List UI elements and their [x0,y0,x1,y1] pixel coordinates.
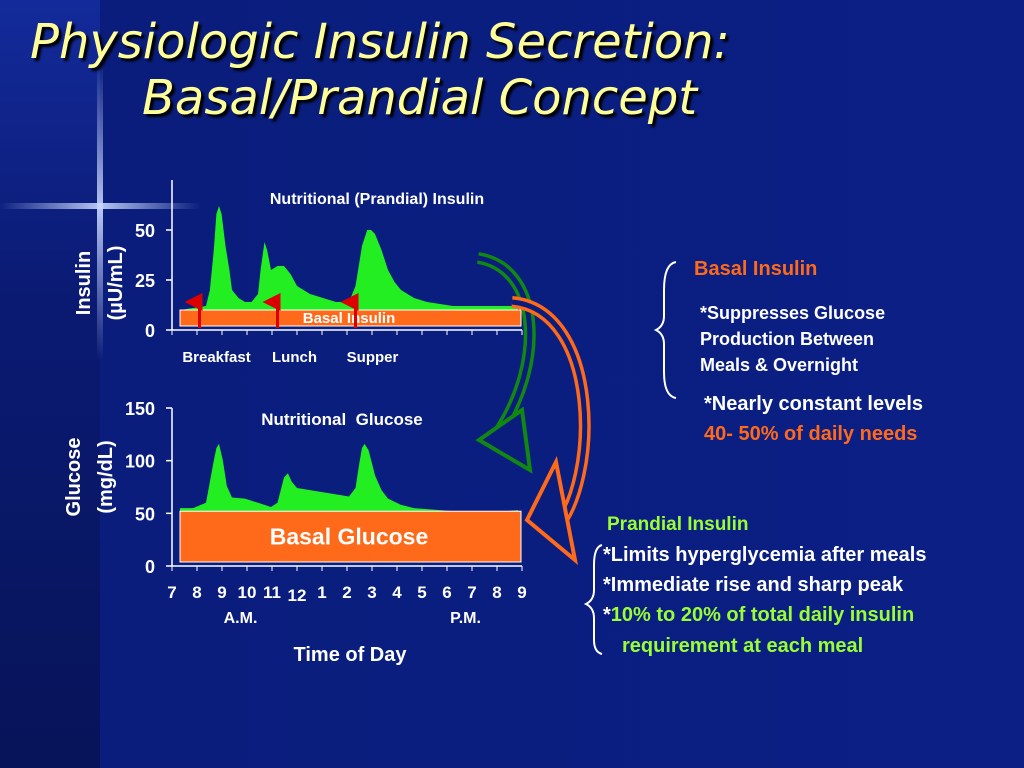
sparkle-vertical [97,60,103,360]
y-tick-label: 50 [135,221,155,241]
slide-title: Physiologic Insulin Secretion: Basal/Pra… [30,14,930,126]
meal-label: Lunch [272,349,317,366]
basal-notes-point2: *Nearly constant levels [704,393,923,415]
orange-curved-arrow-inner [511,299,588,532]
x-tick-label: 11 [263,583,281,602]
meal-arrows [184,293,359,328]
period-label: A.M. [224,610,258,627]
x-tick-label: 10 [238,583,257,602]
period-label: P.M. [450,610,481,627]
glucose-y-label-2: (mg/dL) [95,440,117,513]
orange-arrow-head-icon [524,455,579,566]
y-tick-label: 150 [125,399,155,419]
x-tick-label: 3 [367,583,376,602]
meal-label: Supper [347,349,399,366]
basal-insulin-label: Basal Insulin [303,310,396,327]
insulin-chart-title: Nutritional (Prandial) Insulin [270,191,484,208]
prandial-point3-line1: 10% to 20% of total daily insulin [610,604,915,626]
x-tick-label: 8 [192,583,201,602]
x-tick-label: 8 [492,583,501,602]
insulin-curve-area [180,206,518,310]
basal-point1-line2: Production Between [700,329,875,349]
insulin-y-label-1: Insulin [73,251,95,315]
basal-glucose-label: Basal Glucose [270,524,429,550]
x-tick-label: 9 [217,583,226,602]
x-tick-label: 7 [167,583,176,602]
prandial-brace-icon [583,544,603,655]
prandial-notes-heading: Prandial Insulin [607,514,749,535]
glucose-y-label-1: Glucose [63,438,85,517]
y-tick-label: 100 [125,452,155,472]
insulin-x-minor-ticks [171,330,523,335]
title-line-2: Basal/Prandial Concept [142,70,698,126]
insulin-y-label-2: (µU/mL) [105,246,127,321]
x-tick-label: 6 [442,583,451,602]
basal-glucose-bar [179,510,522,563]
glucose-chart-title: Nutritional Glucose [261,410,423,429]
x-tick-label: 7 [467,583,476,602]
prandial-notes-point3: *10% to 20% of total daily insulin [603,604,914,627]
basal-notes-point3: 40- 50% of daily needs [704,423,918,445]
green-curved-arrow-inner [477,255,533,432]
glucose-curve-area [180,443,518,512]
green-arrow-head-icon [475,406,533,474]
prandial-point3-line2: requirement at each meal [622,635,864,657]
meal-labels: Breakfast Lunch Supper [182,349,398,366]
basal-notes-heading: Basal Insulin [694,258,818,280]
y-tick-label: 50 [135,504,155,524]
x-tick-label: 5 [417,583,426,602]
prandial-notes-point2: *Immediate rise and sharp peak [603,574,904,596]
title-line-1: Physiologic Insulin Secretion: [30,14,730,70]
y-tick-label: 25 [135,271,155,291]
x-tick-label: 12 [288,586,307,605]
insulin-y-ticks: 0 25 50 [135,221,172,341]
prandial-notes-point1: *Limits hyperglycemia after meals [603,544,927,566]
basal-brace-icon [653,261,677,399]
glucose-y-ticks: 0 50 100 150 [125,399,172,577]
basal-point1-line1: *Suppresses Glucose [700,303,886,323]
x-tick-label: 9 [517,583,526,602]
insulin-chart: 0 25 50 Basal Insulin Breakfast Lunch Supper… [73,180,523,366]
basal-notes-point1: *Suppresses Glucose Production Between M… [700,300,885,378]
y-tick-label: 0 [145,557,155,577]
x-tick-label: 1 [317,583,326,602]
prandial-point3-star: * [603,604,611,626]
basal-point1-line3: Meals & Overnight [700,355,859,375]
sidebar-gradient [0,0,100,768]
glucose-x-label: Time of Day [294,644,408,666]
meal-label: Breakfast [182,349,250,366]
green-curved-arrow-shaft [476,252,536,434]
x-tick-label: 4 [392,583,402,602]
y-tick-label: 0 [145,321,155,341]
x-tick-label: 2 [342,583,351,602]
glucose-period-labels: A.M. P.M. [224,610,481,627]
